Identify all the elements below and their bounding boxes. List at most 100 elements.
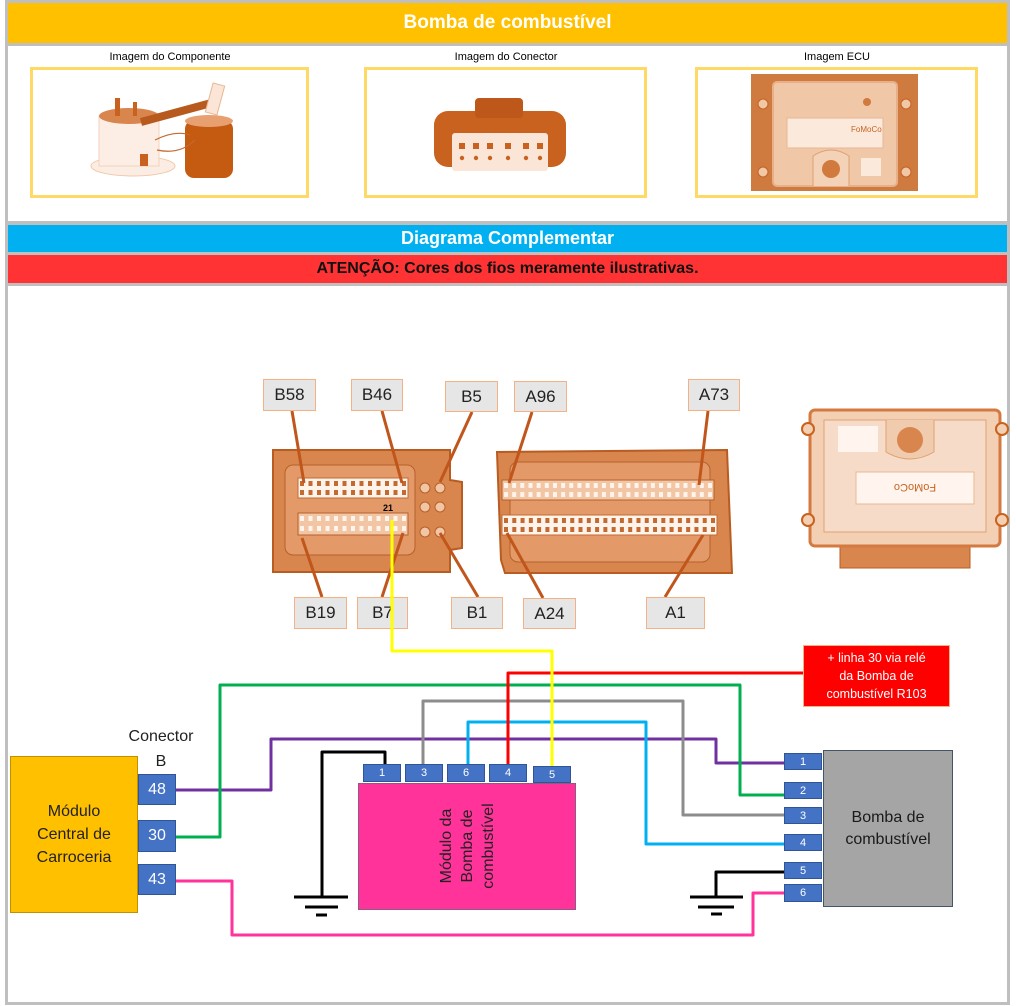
- relay-note-line: da Bomba de: [839, 669, 914, 683]
- connector-pin-hole: [595, 518, 600, 523]
- connector-pin-hole: [520, 483, 525, 488]
- ecu-screw: [863, 98, 871, 106]
- section-title-bar: Diagrama Complementar: [8, 225, 1007, 252]
- connector-pin-hole: [691, 492, 696, 497]
- ecu-vent: [822, 160, 840, 178]
- connector-pin-hole: [512, 483, 517, 488]
- connector-pin-hole: [677, 527, 682, 532]
- connector-pin-hole: [544, 483, 549, 488]
- connector-pin-hole: [523, 155, 529, 161]
- relay-note: + linha 30 via relé da Bomba de combustí…: [803, 645, 950, 707]
- connector-pin-hole: [505, 143, 511, 149]
- connector-pin-hole: [308, 481, 313, 486]
- divider: [8, 221, 1007, 225]
- connector-latch: [475, 98, 523, 118]
- connector-pin-hole: [351, 490, 355, 495]
- connector-pin-hole: [659, 483, 664, 488]
- connector-pin-hole: [611, 527, 616, 532]
- connector-pin-hole: [473, 155, 479, 161]
- connector-pin-hole: [642, 492, 647, 497]
- connector-pin-hole: [610, 492, 615, 497]
- connector-pin-hole: [528, 527, 533, 532]
- connector-pin-hole: [385, 526, 389, 531]
- connector-pin-hole: [512, 518, 517, 523]
- pump-post: [133, 102, 137, 116]
- pin-label-top: B58: [263, 379, 316, 411]
- connector-pin-hole: [504, 483, 508, 488]
- pump-fitting: [140, 154, 148, 166]
- connector-a-row-top: [501, 479, 715, 501]
- divider: [8, 43, 1007, 46]
- connector-pin-hole: [578, 527, 583, 532]
- connector-a-row-bottom: [501, 514, 718, 536]
- fuel-pump-module-label: Módulo da Bomba de combustível: [434, 784, 500, 908]
- connector-pin-hole: [601, 492, 606, 497]
- connector-pin-hole: [528, 483, 533, 488]
- connector-pin-hole: [342, 490, 347, 495]
- diagram-ecu-image: FoMoCo: [801, 408, 1009, 569]
- ecu-pin-marker: 21: [383, 503, 394, 513]
- pin-label-top: A73: [688, 379, 740, 411]
- connector-pin-hole: [644, 518, 649, 523]
- connector-power-pin: [434, 526, 446, 538]
- connector-pin-hole: [577, 492, 582, 497]
- connector-pin-hole: [385, 490, 389, 495]
- connector-pin-hole: [708, 483, 712, 488]
- connector-pin-hole: [376, 526, 381, 531]
- connector-pin-hole: [528, 492, 533, 497]
- connector-pin-hole: [385, 516, 389, 521]
- connector-pin-hole: [325, 516, 330, 521]
- connector-pin-hole: [393, 481, 398, 486]
- connector-pin-hole: [512, 527, 517, 532]
- connector-image-caption: Imagem do Conector: [454, 51, 558, 63]
- connector-pin-hole: [686, 518, 691, 523]
- connector-pin-hole: [300, 490, 304, 495]
- connector-label: Conector: [128, 728, 194, 745]
- bcm-pin: 48: [138, 774, 176, 805]
- connector-power-pin: [434, 482, 446, 494]
- connector-pin-hole: [669, 527, 674, 532]
- connector-pin-hole: [308, 526, 313, 531]
- section-title: Diagrama Complementar: [400, 228, 615, 248]
- connector-pin-hole: [520, 527, 525, 532]
- ecu-mount: [801, 513, 815, 527]
- warning-text: ATENÇÃO: Cores dos fios meramente ilustr…: [316, 260, 699, 277]
- pin-label-bottom: B19: [294, 597, 347, 629]
- connector-pin-hole: [504, 492, 508, 497]
- connector-pin-hole: [537, 527, 542, 532]
- module-pin: 6: [447, 764, 485, 782]
- ecu-vent: [897, 427, 923, 453]
- connector-pin-hole: [520, 518, 525, 523]
- bcm-name-line: Módulo: [47, 803, 101, 820]
- pin-label-top: B5: [445, 381, 498, 412]
- ecu-qr-sticker: [838, 426, 878, 452]
- connector-pin-hole: [626, 492, 631, 497]
- connector-pin-hole: [334, 526, 338, 531]
- connector-pin-hole: [536, 483, 541, 488]
- connector-pin-hole: [650, 492, 655, 497]
- ecu-qr-sticker: [861, 158, 881, 176]
- connector-pin-hole: [677, 518, 682, 523]
- connector-pin-hole: [536, 492, 541, 497]
- connector-pin-hole: [368, 516, 372, 521]
- module-name-line: combustível: [479, 803, 497, 889]
- connector-pin-hole: [376, 481, 381, 486]
- connector-pin-hole: [636, 518, 641, 523]
- ecu-image-caption: Imagem ECU: [803, 51, 871, 63]
- pump-pin: 3: [784, 807, 822, 824]
- ecu-mount: [757, 98, 769, 110]
- ecu-mount: [757, 166, 769, 178]
- connector-pin-hole: [359, 526, 364, 531]
- connector-pin-hole: [699, 492, 704, 497]
- connector-pin-hole: [376, 516, 381, 521]
- connector-pin-hole: [683, 492, 688, 497]
- connector-pin-hole: [577, 483, 582, 488]
- connector-pin-hole: [585, 483, 590, 488]
- connector-pin-hole: [683, 483, 688, 488]
- ecu-label-sticker: [855, 471, 975, 505]
- connector-pin-hole: [334, 481, 338, 486]
- connector-pin-hole: [300, 481, 304, 486]
- connector-pin-hole: [300, 516, 304, 521]
- connector-pin-hole: [528, 518, 533, 523]
- pump-canister-top: [185, 115, 233, 127]
